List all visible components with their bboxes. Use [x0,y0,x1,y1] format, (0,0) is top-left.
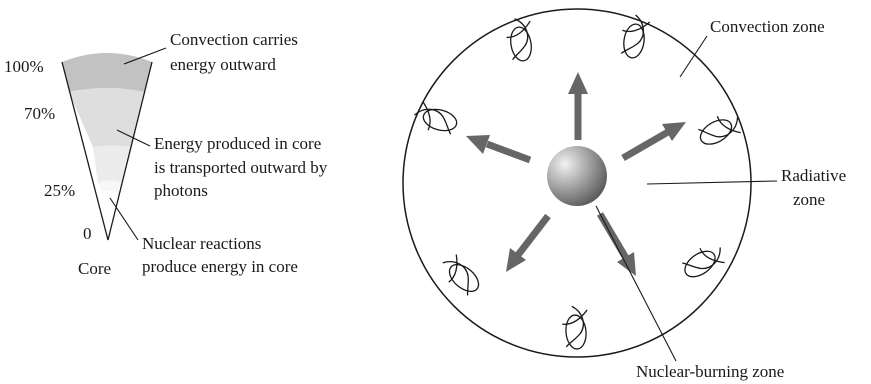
convection-note-line2: energy outward [170,55,276,74]
nuclear-note-line2: produce energy in core [142,257,298,276]
convection-note-line1: Convection carries [170,30,298,49]
convection-zone-label: Convection zone [710,17,825,36]
scale-label-70: 70% [24,104,55,123]
radiative-note-line2: is transported outward by [154,158,328,177]
core-band [98,181,122,193]
nuclear-leader [110,198,138,240]
nuclear-burning-zone-label: Nuclear-burning zone [636,362,784,381]
radiative-zone-label-line1: Radiative [781,166,846,185]
radiative-zone-label-line2: zone [793,190,825,209]
radiative-band-inner [93,146,131,184]
core-label: Core [78,259,111,278]
nuclear-burning-core [547,146,607,206]
scale-label-0: 0 [83,224,92,243]
wedge-shape [62,53,152,240]
radiative-note-line1: Energy produced in core [154,134,321,153]
nuclear-note-line1: Nuclear reactions [142,234,261,253]
scale-label-100: 100% [4,57,44,76]
scale-label-25: 25% [44,181,75,200]
radiative-note-line3: photons [154,181,208,200]
sun-cross-section: Convection zone Radiative zone Nuclear-b… [403,9,846,381]
sun-wedge-diagram: 100% 70% 25% 0 Core Convection carries e… [4,30,328,278]
